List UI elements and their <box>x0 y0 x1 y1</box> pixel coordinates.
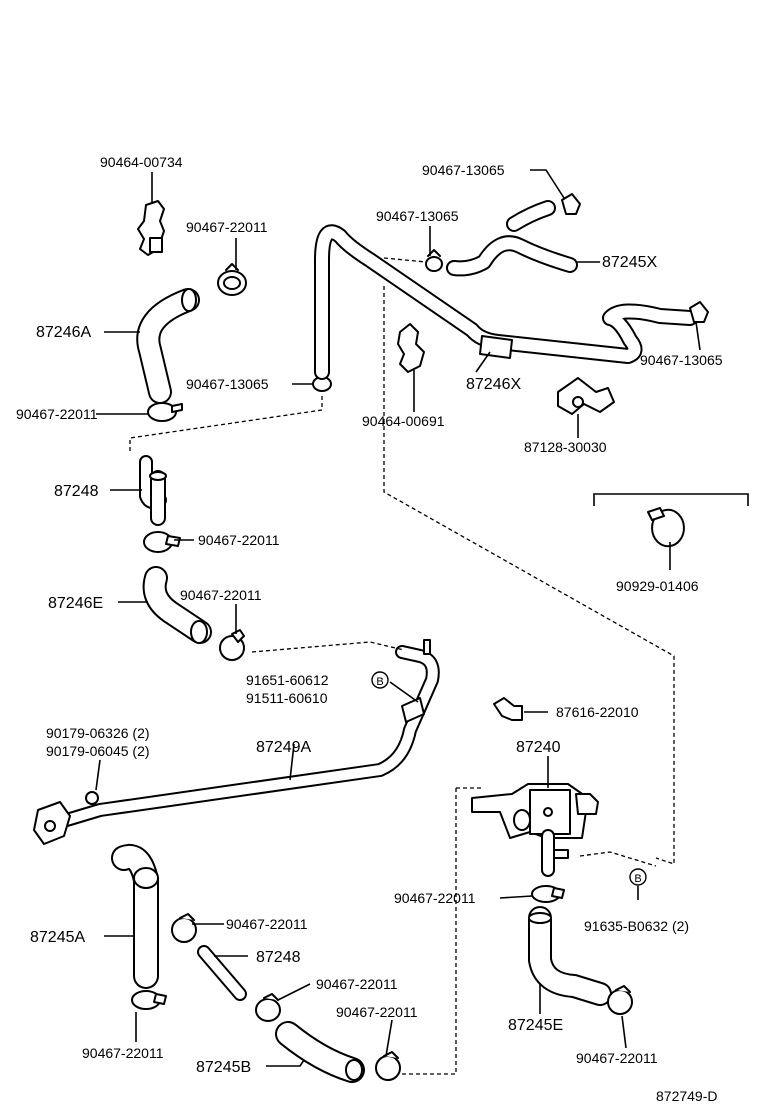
hose-87246a-shape[interactable] <box>136 288 200 404</box>
label-90467-22011-a: 90467-22011 <box>186 219 268 235</box>
tube-87248-b-shape[interactable] <box>197 945 247 1001</box>
marker-b-circle-a: B <box>371 671 389 689</box>
label-90467-22011-j: 90467-22011 <box>576 1050 658 1066</box>
label-91635-b0632: 91635-B0632 (2) <box>584 918 689 934</box>
label-87246x: 87246X <box>466 376 521 393</box>
clamp-90464-00691-shape[interactable] <box>397 323 425 373</box>
label-87245e: 87245E <box>508 1017 563 1034</box>
label-87248-b: 87248 <box>256 949 301 966</box>
clamp-90467-13065-c-shape[interactable] <box>561 193 581 215</box>
label-90464-00734: 90464-00734 <box>100 154 183 170</box>
clamp-90929-01406-shape[interactable] <box>647 507 685 548</box>
label-90179-06326: 90179-06326 (2) <box>46 725 150 741</box>
label-87128-30030: 87128-30030 <box>524 439 607 455</box>
clamp-90467-22011-g-shape[interactable] <box>171 913 197 943</box>
label-90467-22011-i: 90467-22011 <box>336 1004 418 1020</box>
clamp-90467-22011-j-shape[interactable] <box>607 985 633 1015</box>
clamp-90467-22011-e-shape[interactable] <box>531 885 565 903</box>
leader-lines <box>95 169 749 1067</box>
label-90467-13065-b: 90467-13065 <box>376 208 459 224</box>
marker-b-circle-b: B <box>629 868 647 886</box>
marker-b-label-b: B <box>634 873 641 885</box>
hose-87245a-shape[interactable] <box>111 844 159 989</box>
label-90467-22011-d: 90467-22011 <box>180 587 262 603</box>
clamp-90467-22011-b-shape[interactable] <box>147 402 183 422</box>
dashed-routing-lines <box>129 257 675 1075</box>
label-87245b: 87245B <box>196 1059 251 1076</box>
clamp-90467-22011-f-shape[interactable] <box>131 990 167 1010</box>
label-87248-a: 87248 <box>54 483 99 500</box>
hose-87246e-shape[interactable] <box>142 566 212 644</box>
marker-b-label-a: B <box>376 676 383 688</box>
label-90464-00691: 90464-00691 <box>362 413 445 429</box>
hose-87245b-shape[interactable] <box>275 1021 365 1083</box>
label-90467-13065-d: 90467-13065 <box>640 352 723 368</box>
label-87246e: 87246E <box>48 595 103 612</box>
clamp-90467-22011-c-shape[interactable] <box>143 531 181 553</box>
label-90467-22011-e: 90467-22011 <box>394 890 476 906</box>
label-90179-06045: 90179-06045 (2) <box>46 743 150 759</box>
label-90467-22011-f: 90467-22011 <box>226 916 308 932</box>
diagram-code: 872749-D <box>656 1088 718 1104</box>
label-90467-22011-c: 90467-22011 <box>198 532 280 548</box>
clamp-90464-00734-shape[interactable] <box>137 200 165 256</box>
label-87616-22010: 87616-22010 <box>556 704 639 720</box>
label-87240: 87240 <box>516 739 561 756</box>
clamp-90467-13065-d-shape[interactable] <box>689 301 709 323</box>
clamp-90467-22011-h-shape[interactable] <box>255 993 281 1022</box>
label-87245x: 87245X <box>602 254 657 271</box>
label-91651-60612: 91651-60612 <box>246 672 329 688</box>
bracket-87128-30030-shape[interactable] <box>557 377 615 415</box>
label-87249a: 87249A <box>256 739 311 756</box>
part-labels: 90464-00734 90467-22011 87246A 90467-220… <box>16 154 723 1104</box>
hose-87245x-shape[interactable] <box>446 200 578 277</box>
label-87246a: 87246A <box>36 324 91 341</box>
clamp-90467-22011-d-shape[interactable] <box>219 629 245 661</box>
label-87245a: 87245A <box>30 929 85 946</box>
pipe-87249a-shape[interactable] <box>33 639 440 845</box>
label-90467-22011-g: 90467-22011 <box>316 976 398 992</box>
valve-87240-shape[interactable] <box>471 783 599 877</box>
tube-87248-a-shape[interactable] <box>139 455 167 526</box>
pipe-87246x-shape[interactable] <box>314 224 698 380</box>
label-90929-01406: 90929-01406 <box>616 578 699 594</box>
clip-87616-22010-shape[interactable] <box>493 697 523 721</box>
label-91511-60610: 91511-60610 <box>246 690 328 706</box>
clamp-90467-22011-i-shape[interactable] <box>375 1051 401 1081</box>
label-90467-22011-h: 90467-22011 <box>82 1045 164 1061</box>
label-90467-22011-b: 90467-22011 <box>16 406 98 422</box>
label-90467-13065-a: 90467-13065 <box>186 376 269 392</box>
hose-87245e-shape[interactable] <box>528 906 612 1006</box>
clamp-90467-13065-b-shape[interactable] <box>425 249 443 272</box>
label-90467-13065-c: 90467-13065 <box>422 162 505 178</box>
clamp-90467-22011-a-shape[interactable] <box>217 263 247 296</box>
